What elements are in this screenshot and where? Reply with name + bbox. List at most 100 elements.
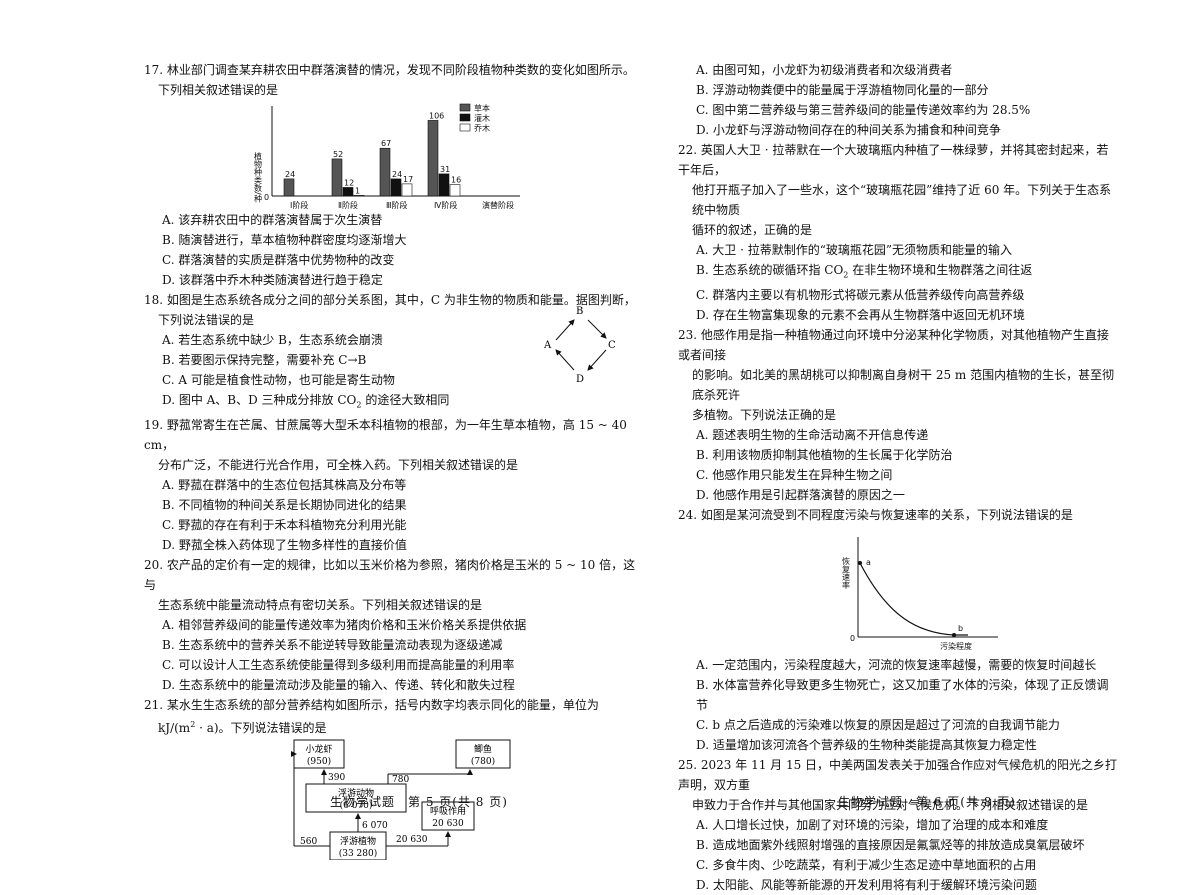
- bar-草本: [427, 120, 439, 197]
- box-zooplankton: [305, 783, 407, 813]
- box-respiration-value: 20 630: [432, 819, 464, 829]
- arrow-b-c: [587, 319, 607, 339]
- q21-option-b: B. 浮游动物粪便中的能量属于浮游植物同化量的一部分: [696, 83, 989, 97]
- q17-option-a: A. 该弃耕农田中的群落演替属于次生演替: [162, 213, 383, 227]
- bar-草本: [379, 147, 391, 197]
- right-column: A. 由图可知，小龙虾为初级消费者和次级消费者 B. 浮游动物粪便中的能量属于浮…: [678, 60, 1118, 895]
- q23-stem-3: 多植物。下列说法正确的是: [692, 408, 837, 423]
- q21-unit-pre: kJ/(m: [158, 721, 191, 736]
- point-a-marker: [858, 561, 862, 566]
- box-shrimp-label: 小龙虾: [305, 743, 332, 755]
- q18-node-c: C: [608, 340, 616, 351]
- q25-option-d: D. 太阳能、风能等新能源的开发利用将有利于缓解环境污染问题: [696, 878, 1037, 893]
- question-21-options: A. 由图可知，小龙虾为初级消费者和次级消费者 B. 浮游动物粪便中的能量属于浮…: [678, 60, 1118, 140]
- q21-unit-sup: 2: [190, 720, 196, 730]
- q18-option-b: B. 若要图示保持完整，需要补充 C→B: [162, 353, 367, 367]
- q22-option-b-post: 在非生物环境和生物群落之间往返: [848, 263, 1033, 277]
- question-18: 18. 如图是生态系统各成分之间的部分关系图，其中，C 为非生物的物质和能量。据…: [144, 290, 644, 415]
- q25-option-b: B. 造成地面紫外线照射增强的直接原因是氟氯烃等的排放造成臭氧层破坏: [696, 838, 1085, 853]
- q24-option-a: A. 一定范围内，污染程度越大，河流的恢复速率越慢，需要的恢复时间越长: [696, 658, 1097, 673]
- box-respiration: [421, 801, 475, 831]
- q18-option-a: A. 若生态系统中缺少 B，生态系统会崩溃: [162, 333, 383, 347]
- q21-unit: kJ/(m2 · a)。下列说法错误的是: [144, 715, 644, 738]
- data-label: 24: [392, 170, 402, 179]
- box-shrimp-value: (950): [307, 756, 331, 767]
- question-23: 23. 他感作用是指一种植物通过向环境中分泌某种化学物质，对其他植物产生直接或者…: [678, 325, 1118, 505]
- q24-option-c: C. b 点之后造成的污染难以恢复的原因是超过了河流的自我调节能力: [696, 718, 1060, 733]
- bar-乔木: [401, 183, 413, 197]
- box-zooplankton-value: (6 070): [340, 800, 373, 811]
- x-tick-label: Ⅳ阶段: [434, 200, 457, 210]
- box-shrimp: [293, 739, 345, 769]
- bar-乔木: [353, 194, 365, 197]
- data-label: 106: [429, 111, 444, 120]
- q18-diagram: B A C D: [543, 306, 616, 384]
- legend-swatch-灌木: [459, 113, 471, 122]
- data-label: 24: [285, 170, 295, 179]
- question-22: 22. 英国人大卫 · 拉蒂默在一个大玻璃瓶内种植了一株绿萝，并将其密封起来，若…: [678, 140, 1118, 325]
- arrow-zoo-carp-value: 780: [392, 775, 409, 785]
- q20-stem-1: 20. 农产品的定价有一定的规律，比如以玉米价格为参照，猪肉价格是玉米的 5 ~…: [144, 558, 636, 593]
- question-21: 21. 某水生生态系统的部分营养结构如图所示，括号内数字均表示同化的能量，单位为…: [144, 695, 644, 861]
- left-column: 17. 林业部门调查某弃耕农田中群落演替的情况，发现不同阶段植物种类数的变化如图…: [144, 60, 644, 861]
- q24-stem: 24. 如图是某河流受到不同程度污染与恢复速率的关系，下列说法错误的是: [678, 508, 1073, 523]
- q18-option-c: C. A 可能是植食性动物，也可能是寄生动物: [162, 373, 395, 387]
- q23-option-c: C. 他感作用只能发生在异种生物之间: [696, 468, 893, 483]
- q22-option-c: C. 群落内主要以有机物形式将碳元素从低营养级传向高营养级: [696, 288, 1025, 303]
- q17-option-c: C. 群落演替的实质是群落中优势物种的改变: [162, 253, 395, 267]
- q22-option-d: D. 存在生物富集现象的元素不会再从生物群落中返回无机环境: [696, 308, 1025, 323]
- q18-stem-1: 18. 如图是生态系统各成分之间的部分关系图，其中，C 为非生物的物质和能量。据…: [144, 293, 636, 307]
- q20-option-b: B. 生态系统中的营养关系不能逆转导致能量流动表现为逐级递减: [162, 638, 503, 653]
- footer-page-6: 生物学试题 第 6 页(共 8 页): [838, 795, 1016, 809]
- q20-option-a: A. 相邻营养级间的能量传递效率为猪肉价格和玉米价格关系提供依据: [162, 618, 527, 633]
- box-respiration-label: 呼吸作用: [430, 805, 466, 817]
- box-phytoplankton-value: (33 280): [339, 848, 378, 859]
- arrow-phyto-shrimp-value: 560: [300, 837, 317, 847]
- y-axis-label: 恢复速率: [842, 556, 851, 590]
- q22-option-b-pre: B. 生态系统的碳循环指 CO: [696, 263, 844, 277]
- bar-草本: [331, 158, 343, 197]
- x-axis-label: 污染程度: [940, 641, 972, 651]
- q25-stem-1: 25. 2023 年 11 月 15 日，中美两国发表关于加强合作应对气候危机的…: [678, 758, 1118, 793]
- arrow-zoo-shrimp-value: 390: [328, 773, 345, 783]
- q18-stem-2: 下列说法错误的是: [158, 313, 255, 327]
- point-a-label: a: [866, 558, 871, 567]
- x-tick-label: Ⅰ阶段: [290, 200, 308, 210]
- q23-option-a: A. 题述表明生物的生命活动离不开信息传递: [696, 428, 929, 443]
- q17-option-b: B. 随演替进行，草本植物种群密度均逐渐增大: [162, 233, 407, 247]
- box-zooplankton-label: 浮游动物: [338, 787, 374, 799]
- q20-option-d: D. 生态系统中的能量流动涉及能量的输入、传递、转化和散失过程: [162, 678, 515, 693]
- x-tick-label: Ⅲ阶段: [386, 200, 408, 210]
- question-25: 25. 2023 年 11 月 15 日，中美两国发表关于加强合作应对气候危机的…: [678, 755, 1118, 895]
- q22-stem-3: 循环的叙述，正确的是: [692, 223, 813, 237]
- data-label: 52: [333, 150, 343, 159]
- q18-option-d-pre: D. 图中 A、B、D 三种成分排放 CO: [162, 393, 357, 407]
- q18-node-d: D: [576, 374, 584, 384]
- bar-乔木: [449, 184, 461, 197]
- chart-origin: 0: [850, 634, 855, 643]
- q21-food-web: 小龙虾 (950) 鲫鱼 (780) 浮游动物 (6 070) 呼吸作用 20 …: [291, 739, 511, 861]
- q23-option-b: B. 利用该物质抑制其他植物的生长属于化学防治: [696, 448, 953, 463]
- q21-option-a: A. 由图可知，小龙虾为初级消费者和次级消费者: [696, 63, 953, 77]
- bar-chart-svg: 0植物种类数/种Ⅰ阶段24Ⅱ阶段52121Ⅲ阶段672417Ⅳ阶段1063116…: [254, 103, 520, 210]
- q24-option-b: B. 水体富营养化导致更多生物死亡，这又加重了水体的污染，体现了正反馈调节: [696, 678, 1109, 713]
- q25-option-c: C. 多食牛肉、少吃蔬菜，有利于减少生态足迹中草地面积的占用: [696, 858, 1037, 873]
- q25-option-a: A. 人口增长过快，加剧了对环境的污染，增加了治理的成本和难度: [696, 818, 1049, 833]
- legend-swatch-草本: [459, 103, 471, 112]
- q21-stem-1: 21. 某水生生态系统的部分营养结构如图所示，括号内数字均表示同化的能量，单位为: [144, 698, 599, 713]
- bar-草本: [283, 178, 295, 197]
- q19-option-d: D. 野菰全株入药体现了生物多样性的直接价值: [162, 538, 407, 553]
- arrow-c-d: [587, 349, 607, 371]
- legend-label-草本: 草本: [474, 103, 490, 113]
- q18-node-b: B: [576, 306, 583, 317]
- q23-stem-2: 的影响。如北美的黑胡桃可以抑制离自身树干 25 m 范围内植物的生长，甚至彻底杀…: [692, 368, 1115, 403]
- arrow-d-a: [555, 349, 575, 371]
- arrow-phyto-resp-value: 20 630: [396, 835, 428, 845]
- q20-stem-2: 生态系统中能量流动特点有密切关系。下列相关叙述错误的是: [158, 598, 483, 613]
- legend-swatch-乔木: [459, 123, 471, 132]
- q19-stem-2: 分布广泛，不能进行光合作用，可全株入药。下列相关叙述错误的是: [158, 458, 519, 473]
- q18-node-a: A: [543, 340, 552, 351]
- q21-unit-post: · a)。下列说法错误的是: [195, 721, 327, 736]
- x-tick-label: 演替阶段: [482, 200, 514, 210]
